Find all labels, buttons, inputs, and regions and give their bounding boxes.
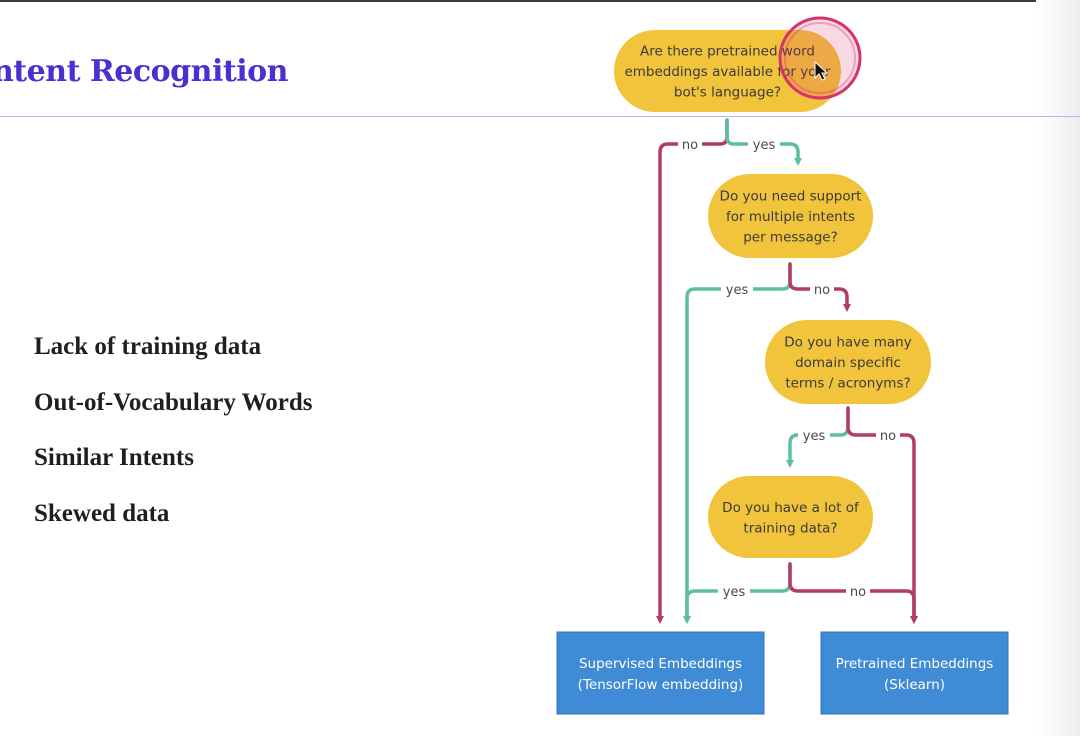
decision-text-line: terms / acronyms? [785,376,910,392]
challenge-item: Out-of-Vocabulary Words [34,388,313,416]
edge-label-yes: yes [803,429,826,444]
decision-text-line: per message? [743,230,838,246]
edge-label-yes: yes [723,585,746,600]
decision-shape [708,476,873,558]
edge-q4-pretrained: no [788,562,918,624]
decision-shape [708,174,873,258]
challenge-item: Skewed data [34,499,170,527]
decision-node-q4: Do you have a lot of training data? [708,476,873,558]
edge-label-no: no [880,429,896,444]
outcome-box-supervised: Supervised Embeddings (TensorFlow embeddi… [556,631,765,715]
outcome-text-line: Supervised Embeddings [579,656,742,672]
edge-q1-q2: yes [725,118,802,166]
right-edge-shade [1036,0,1080,736]
decision-shape [614,30,841,112]
edge-label-bg [846,582,870,600]
decision-text-line: Do you need support [720,189,862,205]
outcome-text-line: Pretrained Embeddings [836,656,994,672]
mouse-pointer-icon [814,60,829,81]
decision-node-q2: Do you need support for multiple intents p… [708,174,873,258]
decision-shape [765,320,931,404]
outcome-text-line: (TensorFlow embedding) [578,677,744,693]
edge-label-bg [678,135,702,153]
edge-q2-q3: no [788,262,851,312]
challenge-list: Lack of training data Out-of-Vocabulary … [34,330,313,552]
outcome-layer: Supervised Embeddings (TensorFlow embeddi… [556,631,1009,715]
edge-label-no: no [850,585,866,600]
edge-label-no: no [814,283,830,298]
decision-node-q1: Are there pretrained word embeddings avai… [614,30,841,112]
outcome-box-pretrained: Pretrained Embeddings (Sklearn) [820,631,1009,715]
decision-text-line: embeddings available for your [624,64,831,80]
edge-line [683,262,792,624]
cursor-ring-inner [784,22,856,94]
decision-text-line: Are there pretrained word [640,44,815,60]
decision-node-q3: Do you have many domain specific terms / a… [765,320,931,404]
edge-layer: no yes yes no yes no yes no [656,118,918,624]
edge-label-yes: yes [726,283,749,298]
slide-title: ntent Recognition [0,54,288,89]
top-border [0,0,1080,2]
outcome-shape [820,631,1009,715]
title-divider [0,116,1080,117]
edge-label-bg [876,426,900,444]
cursor-highlight [778,16,862,100]
outcome-shape [556,631,765,715]
challenge-item: Similar Intents [34,444,194,471]
decision-layer: Are there pretrained word embeddings avai… [614,30,931,558]
cursor-ring [778,16,862,100]
edge-label-yes: yes [753,138,776,153]
edge-label-bg [748,135,780,153]
challenge-item: Lack of training data [34,333,262,360]
edge-q4-supervised: yes [683,562,792,624]
decision-text-line: bot's language? [674,85,781,101]
decision-text-line: domain specific [795,355,901,371]
edge-q3-pretrained: no [846,406,918,624]
edge-q2-supervised: yes [683,262,792,624]
outcome-text-line: (Sklearn) [884,677,945,693]
decision-text-line: Do you have many [784,335,911,351]
edge-label-no: no [682,138,698,153]
edge-label-bg [810,280,834,298]
edge-q3-q4: yes [786,406,850,468]
edge-label-bg [718,582,750,600]
decision-text-line: Do you have a lot of [722,500,860,516]
decision-text-line: for multiple intents [726,209,855,225]
decision-text-line: training data? [743,520,837,536]
edge-label-bg [798,426,830,444]
edge-label-bg [721,280,753,298]
